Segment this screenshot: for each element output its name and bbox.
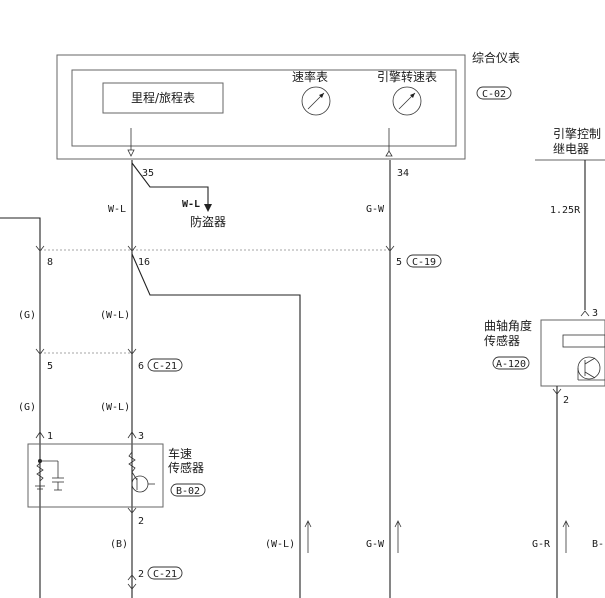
pin-34: 34	[397, 168, 409, 179]
left-input-wire	[0, 217, 41, 598]
pin16-branch-wire	[131, 253, 301, 598]
wire-label-gr: G-R	[532, 539, 551, 550]
crank-title-line2: 传感器	[484, 333, 520, 348]
crank-title-line1: 曲轴角度	[484, 318, 532, 333]
wire-label-wl2: (W-L)	[100, 402, 130, 413]
vss-title-line2: 传感器	[168, 460, 204, 475]
wire-label-g1: (G)	[18, 310, 36, 321]
pin-arrow-up-icon	[127, 574, 137, 581]
junction-chevron-icon	[127, 245, 137, 252]
cluster-outer-box	[56, 54, 466, 160]
vss-pin-bottom: 2	[138, 516, 144, 527]
tachometer-gauge-icon	[392, 86, 422, 116]
cluster-inner-box	[71, 69, 457, 147]
vehicle-speed-sensor: 1 3 车速 传感器 B-02 2	[27, 431, 206, 527]
cluster-connector-tag: C-02	[476, 86, 512, 100]
combination-meter: 综合仪表 C-02 里程/旅程表 速率表 引擎转速表	[56, 50, 520, 160]
wire-label-wl-main: W-L	[108, 204, 126, 215]
anti-theft-branch	[131, 162, 209, 206]
speedometer-needle-icon	[319, 93, 324, 98]
wire-label-g2: (G)	[18, 402, 36, 413]
crank-connector-label: A-120	[496, 359, 526, 370]
cluster-title: 综合仪表	[472, 50, 520, 65]
speedometer-label: 速率表	[292, 69, 328, 84]
connector-c21-top-label: C-21	[153, 361, 177, 372]
anti-theft-arrow-icon	[204, 204, 212, 212]
pin-arrow-up-icon	[580, 310, 590, 317]
pin-6: 6	[138, 361, 144, 372]
wire-label-b-cut: B-	[592, 539, 604, 550]
vss-title-line1: 车速	[168, 446, 192, 461]
wire-label-wl-bottom: (W-L)	[265, 539, 295, 550]
vss-connector-label: B-02	[176, 486, 200, 497]
tachometer-needle-icon	[410, 93, 415, 98]
crank-pin-top: 3	[592, 308, 598, 319]
vss-pin-right: 3	[138, 431, 144, 442]
anti-theft-wire-label: W-L	[182, 199, 200, 210]
tachometer-label: 引擎转速表	[377, 69, 437, 84]
ecu-title-line1: 引擎控制	[553, 126, 601, 141]
pin-arrow-down-icon	[127, 507, 137, 514]
anti-theft-label: 防盗器	[190, 214, 226, 229]
connector-row-1: 8 16 5 C-19	[35, 245, 442, 268]
cluster-connector-label: C-02	[482, 89, 506, 100]
odometer-box	[102, 82, 224, 114]
engine-control-relay: 引擎控制 继电器 1.25R	[535, 126, 605, 310]
ecu-wire-label: 1.25R	[550, 205, 581, 216]
connector-c19-label: C-19	[412, 257, 436, 268]
connector-c21-bottom-label: C-21	[153, 569, 177, 580]
cluster-wires: 35 34 W-L 防盗器 W-L G-W	[108, 160, 409, 598]
wire-label-b: (B)	[110, 539, 128, 550]
junction-chevron-icon	[385, 245, 395, 252]
vss-resistor-icon	[36, 462, 44, 486]
crank-pin-bottom: 2	[563, 395, 569, 406]
vss-box	[27, 443, 164, 508]
wire-label-wl1: (W-L)	[100, 310, 130, 321]
pin-8: 8	[47, 257, 53, 268]
connector-row-2: 5 6 C-21	[35, 348, 183, 372]
pin-5-c19: 5	[396, 257, 402, 268]
crank-transistor-icon	[577, 356, 601, 380]
vss-coil-icon	[128, 451, 136, 473]
speedometer-gauge-icon	[301, 86, 331, 116]
ecu-title-line2: 继电器	[553, 142, 589, 156]
crank-angle-sensor: 3 曲轴角度 传感器 A-120 2	[484, 308, 605, 598]
pin-arrow-down-icon	[127, 583, 137, 590]
pin-arrow-up-icon	[127, 431, 137, 439]
junction-chevron-icon	[35, 348, 45, 355]
junction-chevron-icon	[35, 245, 45, 252]
connector-c21-bottom: 2 C-21	[127, 566, 183, 590]
wire-label-gw-main: G-W	[366, 204, 385, 215]
pin-arrow-up-icon	[35, 431, 45, 439]
pin-16: 16	[138, 257, 150, 268]
crank-sensor-box	[540, 319, 605, 387]
pin-2-c21: 2	[138, 569, 144, 580]
cluster-pin-arrow-icon	[127, 149, 135, 157]
vss-pin-left: 1	[47, 431, 53, 442]
vss-transistor-icon	[131, 475, 149, 493]
wire-label-gw-bottom: G-W	[366, 539, 385, 550]
pin-5: 5	[47, 361, 53, 372]
odometer-label: 里程/旅程表	[131, 90, 195, 105]
cluster-pin-triangle-icon	[385, 150, 393, 157]
junction-chevron-icon	[127, 348, 137, 355]
pin-35: 35	[142, 168, 154, 179]
